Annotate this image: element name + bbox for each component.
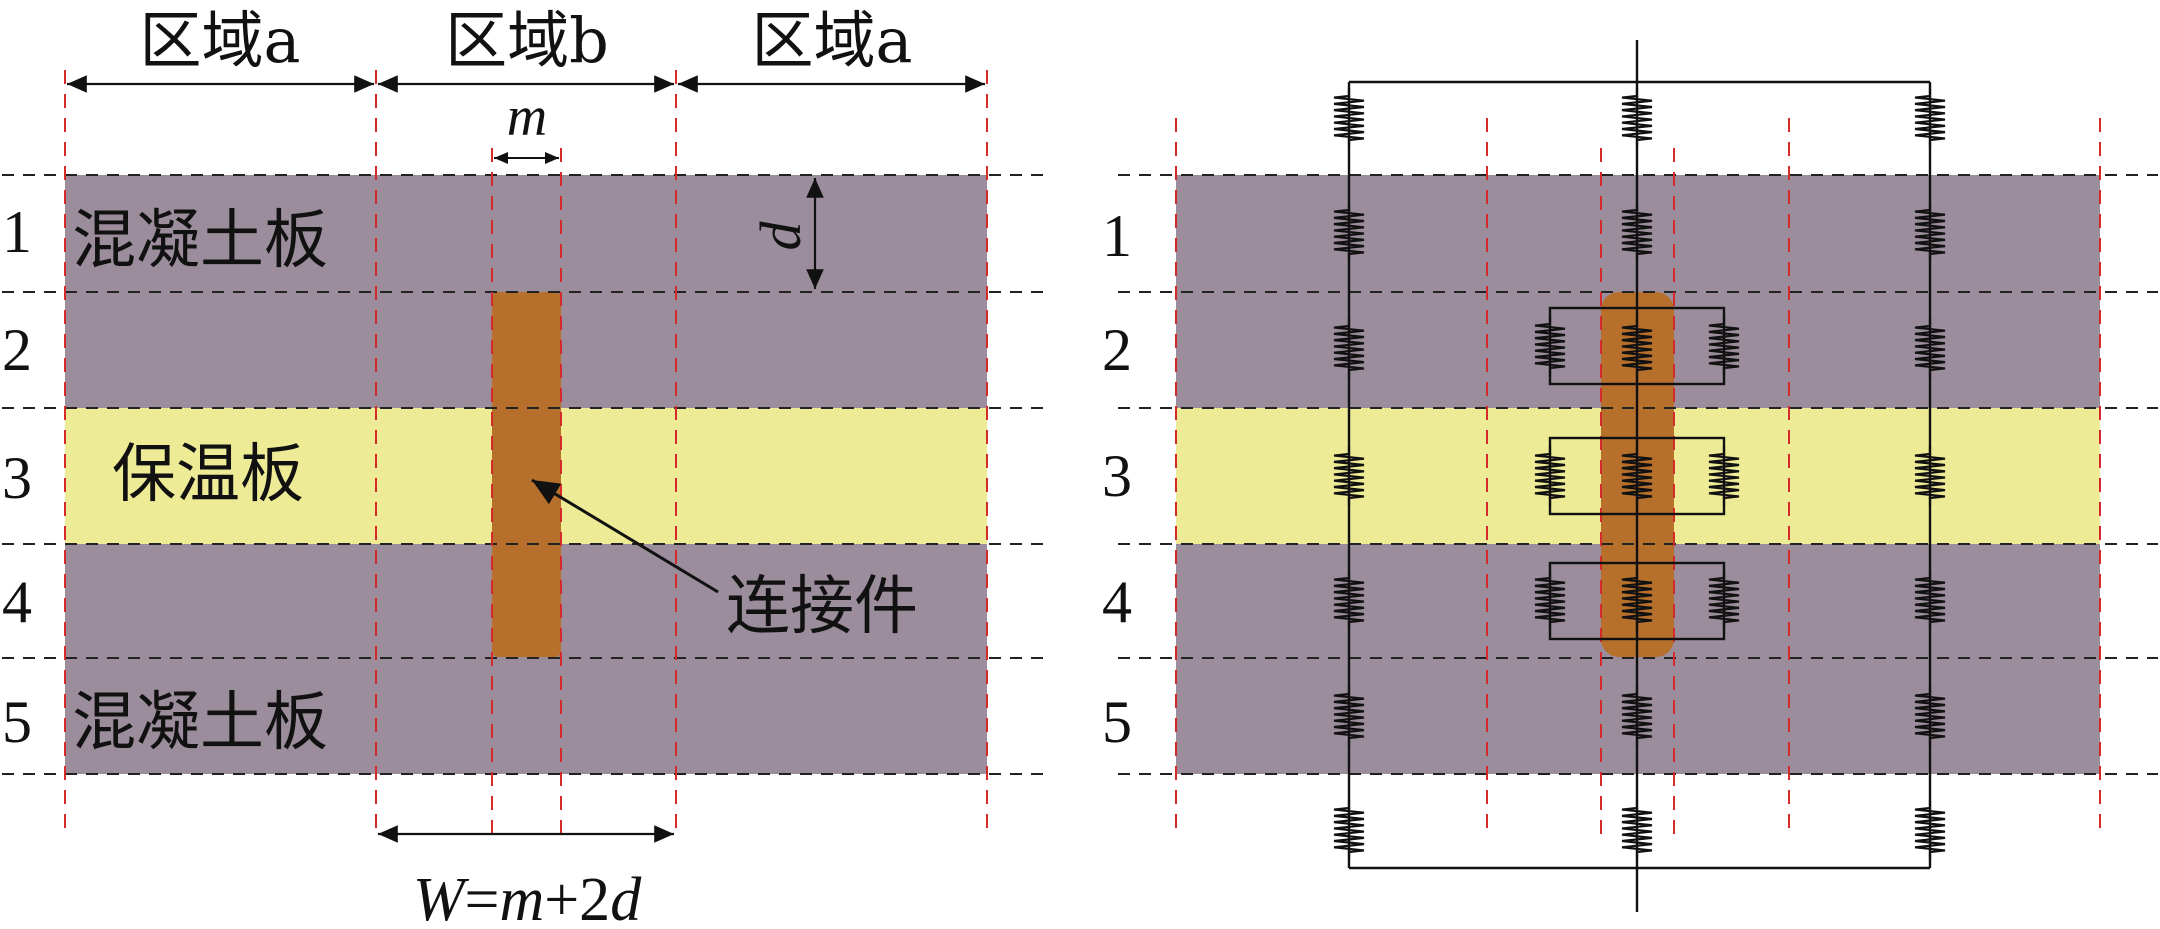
spring-row-number-4: 4 [1102, 569, 1132, 635]
spring-col3-row1 [1914, 202, 1946, 262]
width-formula-m: m [499, 866, 544, 929]
spring-model-boundary-lines [1118, 174, 2158, 775]
spring-col1-row5 [1333, 686, 1365, 746]
connector-side-spring-right-3 [1708, 446, 1740, 506]
dim-m-label: m [507, 86, 547, 148]
row-number-4: 4 [2, 569, 32, 635]
spring-model-row-numbers: 1 2 3 4 5 [1102, 203, 1132, 755]
layer-top-label: 混凝土板 [72, 204, 328, 278]
connector-label: 连接件 [726, 570, 918, 644]
spring-col1-row6 [1333, 800, 1365, 860]
spring-col1-row1 [1333, 202, 1365, 262]
spring-col2-row1 [1621, 202, 1653, 262]
width-formula-plus: +2 [544, 866, 610, 929]
connector-side-spring-left-2 [1534, 316, 1566, 376]
connector-pointer-arrow [531, 478, 719, 594]
spring-elements [1333, 88, 1946, 860]
spring-col1-row4 [1333, 570, 1365, 630]
layer-bottom-label: 混凝土板 [72, 686, 328, 760]
row-number-3: 3 [2, 445, 32, 511]
right-panel-spring-model: 1 2 3 4 5 [1102, 40, 2158, 912]
spring-col3-row5 [1914, 686, 1946, 746]
spring-col3-row6 [1914, 800, 1946, 860]
width-formula-d: d [610, 866, 642, 929]
spring-col3-row4 [1914, 570, 1946, 630]
spring-col3-row2 [1914, 318, 1946, 378]
spring-row-number-2: 2 [1102, 317, 1132, 383]
width-formula-eq: = [464, 866, 499, 929]
region-a-left-label: 区域a [140, 4, 301, 77]
connector-side-spring-right-2 [1708, 316, 1740, 376]
spring-col3-row0 [1914, 88, 1946, 148]
spring-row-number-1: 1 [1102, 203, 1132, 269]
row-number-1: 1 [2, 199, 32, 265]
spring-col2-row2 [1621, 318, 1653, 378]
left-panel-layer-diagram: 区域a 区域b 区域a m d 1 2 3 4 5 混凝土板 保温板 混凝土板 … [2, 4, 1048, 929]
spring-col3-row3 [1914, 446, 1946, 506]
spring-col2-row6 [1621, 800, 1653, 860]
connector-side-spring-right-4 [1708, 570, 1740, 630]
spring-row-number-5: 5 [1102, 689, 1132, 755]
spring-col1-row2 [1333, 318, 1365, 378]
spring-col2-row3 [1621, 446, 1653, 506]
spring-col1-row3 [1333, 446, 1365, 506]
spring-model-region-lines [1175, 118, 2101, 835]
region-a-right-label: 区域a [752, 4, 913, 77]
width-formula: W=m+2d [413, 866, 642, 929]
connector-side-spring-left-4 [1534, 570, 1566, 630]
spring-row-number-3: 3 [1102, 443, 1132, 509]
layer-insulation-label: 保温板 [112, 438, 304, 512]
spring-col2-row0 [1621, 88, 1653, 148]
connector-side-spring-left-3 [1534, 446, 1566, 506]
spring-col1-row0 [1333, 88, 1365, 148]
layer-boundary-lines [2, 174, 1048, 775]
dim-d-label: d [748, 221, 813, 251]
row-number-5: 5 [2, 689, 32, 755]
spring-col2-row5 [1621, 686, 1653, 746]
connector-bar [492, 292, 561, 657]
row-number-2: 2 [2, 317, 32, 383]
left-row-numbers: 1 2 3 4 5 [2, 199, 32, 755]
region-b-label: 区域b [445, 4, 609, 77]
spring-col2-row4 [1621, 570, 1653, 630]
width-formula-w: W [413, 866, 470, 929]
